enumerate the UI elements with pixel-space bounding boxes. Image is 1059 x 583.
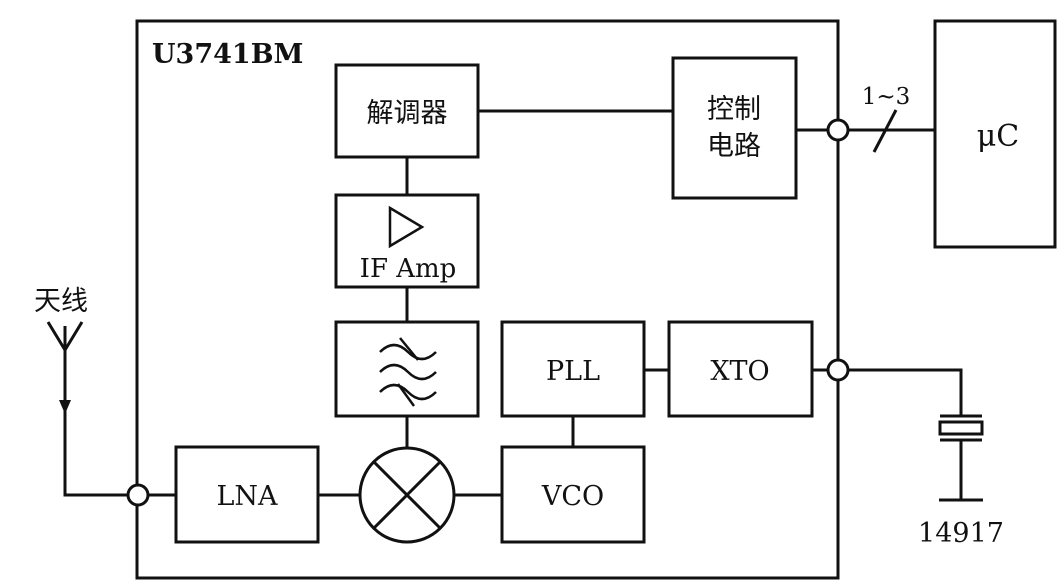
chip-outline: [135, 19, 840, 580]
xto-block: [667, 320, 814, 418]
control-label-line1: 控制: [707, 94, 761, 125]
antenna-label: 天线: [34, 286, 88, 317]
amplifier-triangle-icon: [388, 205, 425, 249]
pll-label: PLL: [546, 356, 600, 387]
xto-label: XTO: [710, 356, 769, 387]
wires: [63, 109, 963, 500]
mcu-block: [933, 19, 1057, 249]
demodulator-label: 解调器: [367, 98, 448, 129]
demodulator-block: [334, 63, 480, 159]
antenna-icon: [46, 321, 84, 414]
mcu-label: μC: [977, 119, 1019, 154]
figure-number: 14917: [918, 518, 1004, 549]
control-circuit-block: [671, 56, 798, 200]
vco-label: VCO: [541, 481, 604, 512]
lna-block: [174, 445, 320, 544]
mixer-icon: [358, 446, 456, 544]
if-amp-block: [334, 193, 480, 289]
pll-block: [500, 320, 646, 418]
chip-name: U3741BM: [152, 39, 303, 70]
crystal-icon: [938, 414, 984, 442]
bandpass-filter-icon: [379, 337, 437, 407]
control-label-line2: 电路: [707, 131, 761, 162]
pin-circle-icon: [826, 358, 850, 382]
pin-circle-icon: [826, 118, 850, 142]
pin-circle-icon: [126, 483, 150, 507]
lna-label: LNA: [216, 481, 278, 512]
if-amp-label: IF Amp: [360, 254, 457, 284]
filter-block: [334, 320, 480, 418]
vco-block: [500, 445, 646, 544]
bus-width-label: 1~3: [862, 84, 911, 110]
